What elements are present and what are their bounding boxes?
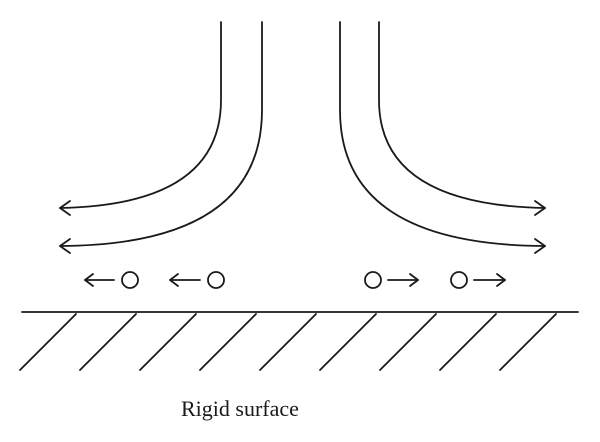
surface-label: Rigid surface	[181, 396, 299, 421]
arrowhead-right-outer	[534, 200, 546, 216]
particle-group-left-1	[84, 271, 139, 289]
hatch-mark	[19, 313, 77, 371]
particle-circle	[121, 271, 139, 289]
arrowhead-right-inner	[534, 238, 546, 254]
particle-group-left-2	[169, 271, 225, 289]
arrowhead-left-outer	[59, 200, 71, 216]
hatch-mark	[439, 313, 497, 371]
hatch-mark	[379, 313, 437, 371]
particle-arrowhead	[169, 273, 179, 287]
hatch-mark	[319, 313, 377, 371]
arrowhead-left-inner	[59, 238, 71, 254]
hatch-mark	[259, 313, 317, 371]
particle-circle	[207, 271, 225, 289]
particle-arrowhead	[84, 273, 94, 287]
particle-circle	[450, 271, 468, 289]
streamline-right-inner	[339, 21, 546, 247]
particle-group-right-1	[364, 271, 419, 289]
surface-hatching	[19, 313, 557, 371]
hatch-mark	[139, 313, 197, 371]
particle-circle	[364, 271, 382, 289]
particle-arrowhead	[496, 273, 506, 287]
hatch-mark	[499, 313, 557, 371]
particle-arrowhead	[409, 273, 419, 287]
streamline-left-inner	[59, 21, 263, 247]
streamline-left-outer	[59, 21, 222, 209]
streamline-right-outer	[378, 21, 546, 209]
hatch-mark	[79, 313, 137, 371]
hatch-mark	[199, 313, 257, 371]
particle-group-right-2	[450, 271, 506, 289]
